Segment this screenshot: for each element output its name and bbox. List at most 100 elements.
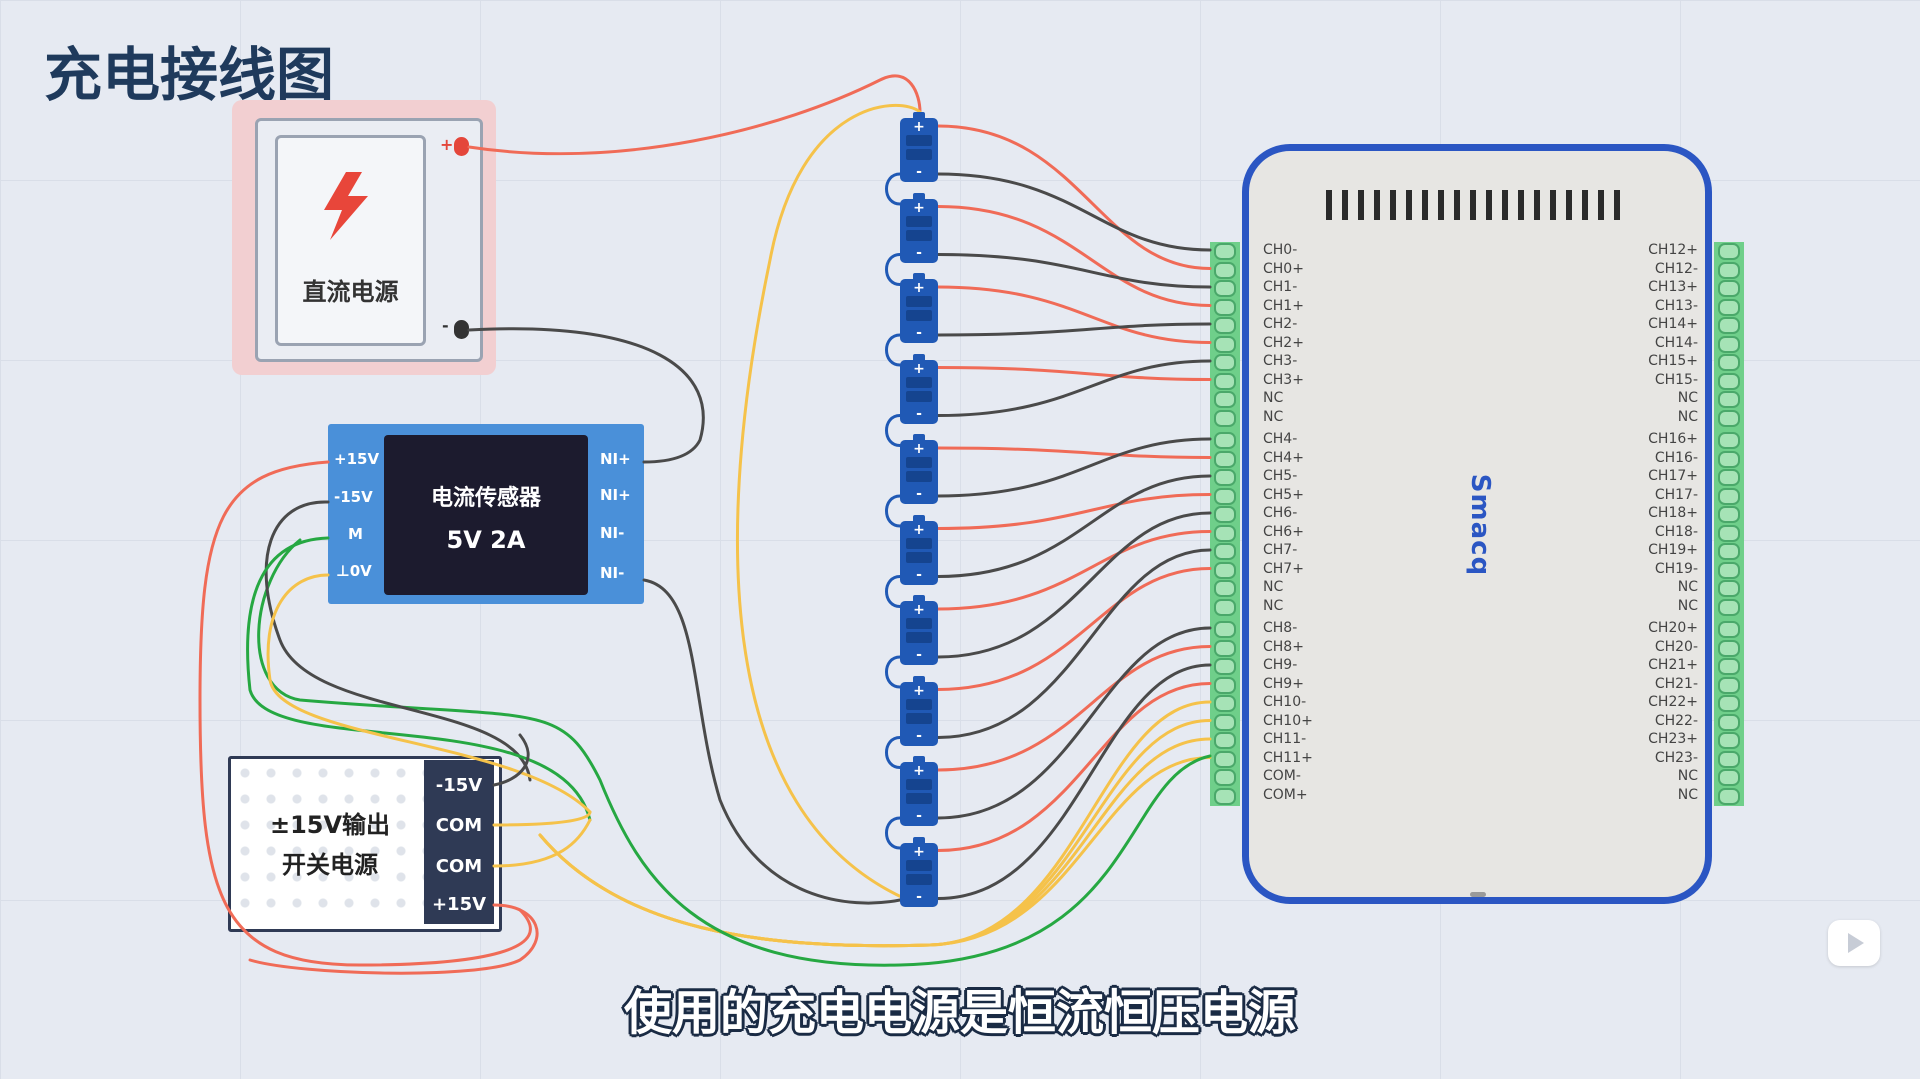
player-logo[interactable]	[1828, 920, 1880, 966]
daq-left-terminal-screw[interactable]	[1214, 750, 1236, 768]
daq-right-pin-label: CH15+	[1648, 353, 1698, 369]
daq-left-terminal-screw[interactable]	[1214, 450, 1236, 468]
daq-left-terminal-screw[interactable]	[1214, 243, 1236, 260]
daq-left-terminal-screw[interactable]	[1214, 317, 1236, 334]
daq-left-terminal-screw[interactable]	[1214, 695, 1236, 712]
daq-left-terminal-screw[interactable]	[1214, 639, 1236, 657]
wire	[936, 548, 1212, 739]
wire	[885, 575, 902, 608]
daq-right-terminal-screw[interactable]	[1718, 658, 1740, 675]
daq-left-terminal-screw[interactable]	[1214, 561, 1236, 579]
battery-cell[interactable]: +-	[900, 514, 938, 585]
dc-plus-terminal[interactable]	[454, 137, 469, 156]
daq-right-terminal-screw[interactable]	[1718, 280, 1740, 297]
daq-left-terminal-screw[interactable]	[1214, 787, 1236, 805]
battery-cell[interactable]: +-	[900, 273, 938, 343]
daq-right-terminal-screw[interactable]	[1718, 639, 1740, 657]
daq-board[interactable]	[1242, 144, 1712, 904]
daq-right-terminal-screw[interactable]	[1718, 243, 1740, 260]
daq-right-terminal-screw[interactable]	[1718, 372, 1740, 390]
daq-right-terminal-screw[interactable]	[1718, 335, 1740, 353]
daq-left-terminal-screw[interactable]	[1214, 676, 1236, 694]
daq-left-pin-label: CH11-	[1263, 731, 1307, 747]
daq-right-terminal-screw[interactable]	[1718, 487, 1740, 505]
wire	[467, 327, 705, 464]
battery-minus-label: -	[916, 647, 922, 663]
daq-right-terminal-screw[interactable]	[1718, 598, 1740, 616]
wire	[467, 74, 922, 156]
daq-right-terminal-screw[interactable]	[1718, 787, 1740, 805]
daq-right-terminal-screw[interactable]	[1718, 261, 1740, 279]
daq-left-terminal-screw[interactable]	[1214, 506, 1236, 523]
daq-right-pin-label: CH22+	[1648, 694, 1698, 710]
daq-right-terminal-screw[interactable]	[1718, 769, 1740, 786]
daq-left-terminal-screw[interactable]	[1214, 621, 1236, 638]
daq-left-pin-label: CH9-	[1263, 657, 1298, 673]
battery-cell[interactable]: +-	[900, 353, 938, 424]
daq-left-terminal-screw[interactable]	[1214, 598, 1236, 616]
sensor-pin-ni-minus-2: NI-	[600, 564, 625, 582]
daq-right-pin-label: NC	[1677, 786, 1698, 803]
daq-left-terminal-screw[interactable]	[1214, 261, 1236, 279]
daq-right-terminal-screw[interactable]	[1718, 621, 1740, 638]
daq-left-terminal-screw[interactable]	[1214, 543, 1236, 560]
daq-right-terminal-screw[interactable]	[1718, 713, 1740, 731]
daq-right-terminal-screw[interactable]	[1718, 561, 1740, 579]
daq-right-terminal-screw[interactable]	[1718, 298, 1740, 316]
wire	[266, 573, 592, 814]
daq-right-terminal-screw[interactable]	[1718, 732, 1740, 749]
daq-right-pin-label: CH12+	[1648, 242, 1698, 258]
daq-right-terminal-screw[interactable]	[1718, 317, 1740, 334]
battery-cell[interactable]: +-	[900, 756, 938, 826]
battery-segment	[906, 215, 932, 227]
sensor-pin-minus15v: -15V	[334, 488, 373, 506]
daq-left-terminal-screw[interactable]	[1214, 487, 1236, 505]
daq-right-terminal-screw[interactable]	[1718, 580, 1740, 597]
daq-left-terminal-screw[interactable]	[1214, 713, 1236, 731]
daq-left-terminal-screw[interactable]	[1214, 391, 1236, 408]
daq-left-terminal-screw[interactable]	[1214, 280, 1236, 297]
daq-right-terminal-screw[interactable]	[1718, 432, 1740, 449]
dc-minus-terminal[interactable]	[454, 320, 469, 339]
daq-right-terminal-screw[interactable]	[1718, 391, 1740, 408]
daq-right-pin-label: CH21+	[1648, 657, 1698, 673]
daq-left-terminal-screw[interactable]	[1214, 524, 1236, 542]
battery-cell[interactable]: +-	[900, 675, 938, 746]
daq-left-pin-label: CH11+	[1263, 749, 1313, 766]
daq-left-pin-label: CH5-	[1263, 468, 1298, 484]
daq-right-terminal-screw[interactable]	[1718, 469, 1740, 486]
daq-left-terminal-screw[interactable]	[1214, 432, 1236, 449]
battery-cell[interactable]: +-	[900, 836, 938, 907]
wire	[885, 414, 902, 447]
daq-left-terminal-screw[interactable]	[1214, 372, 1236, 390]
daq-right-terminal-screw[interactable]	[1718, 409, 1740, 427]
battery-plus-label: +	[913, 280, 925, 296]
daq-right-terminal-screw[interactable]	[1718, 750, 1740, 768]
daq-right-pin-label: CH13-	[1654, 297, 1698, 314]
battery-cell[interactable]: +-	[900, 192, 938, 263]
daq-right-pin-label: CH14-	[1654, 334, 1698, 351]
daq-right-terminal-screw[interactable]	[1718, 506, 1740, 523]
daq-left-pin-label: NC	[1263, 597, 1284, 614]
daq-right-terminal-screw[interactable]	[1718, 450, 1740, 468]
battery-cell[interactable]: +-	[900, 595, 938, 665]
battery-cell[interactable]: +-	[900, 434, 938, 504]
daq-right-terminal-screw[interactable]	[1718, 524, 1740, 542]
wire	[642, 578, 902, 905]
psu-pin-com-1: COM	[435, 815, 483, 836]
daq-right-terminal-screw[interactable]	[1718, 354, 1740, 371]
daq-right-terminal-screw[interactable]	[1718, 676, 1740, 694]
daq-left-terminal-screw[interactable]	[1214, 769, 1236, 786]
daq-right-terminal-screw[interactable]	[1718, 543, 1740, 560]
sensor-pin-0v: ⊥0V	[336, 562, 372, 580]
daq-left-terminal-screw[interactable]	[1214, 298, 1236, 316]
daq-right-terminal-screw[interactable]	[1718, 695, 1740, 712]
daq-left-terminal-screw[interactable]	[1214, 732, 1236, 749]
battery-cell[interactable]: +-	[900, 112, 938, 182]
daq-left-terminal-screw[interactable]	[1214, 409, 1236, 427]
daq-left-terminal-screw[interactable]	[1214, 469, 1236, 486]
daq-left-terminal-screw[interactable]	[1214, 658, 1236, 675]
daq-left-terminal-screw[interactable]	[1214, 354, 1236, 371]
daq-left-terminal-screw[interactable]	[1214, 335, 1236, 353]
daq-left-terminal-screw[interactable]	[1214, 580, 1236, 597]
